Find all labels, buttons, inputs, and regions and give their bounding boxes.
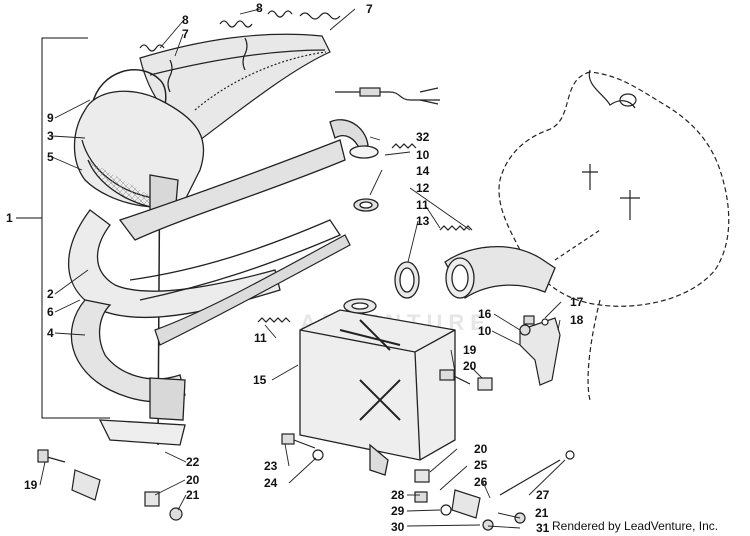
callout-24: 24	[264, 476, 278, 490]
callout-27: 27	[536, 488, 550, 502]
callout-20c: 20	[186, 473, 200, 487]
assembly-bracket	[16, 37, 110, 419]
callout-13: 13	[416, 214, 430, 228]
mount-bracket	[519, 317, 561, 386]
callout-1: 1	[6, 211, 13, 225]
callout-32: 32	[416, 130, 430, 144]
callout-12: 12	[416, 181, 430, 195]
callout-6: 6	[47, 305, 54, 319]
callout-18: 18	[570, 313, 584, 327]
outlet-pipe	[329, 119, 556, 299]
callout-19b: 19	[24, 478, 38, 492]
callout-10a: 10	[416, 148, 430, 162]
callout-19a: 19	[463, 343, 477, 357]
callout-17: 17	[570, 295, 584, 309]
expansion-chamber	[73, 90, 205, 216]
callout-4: 4	[47, 326, 54, 340]
callout-21b: 21	[535, 506, 549, 520]
callout-11b: 11	[254, 331, 267, 345]
heat-shield-strip	[154, 234, 351, 346]
callout-11a: 11	[416, 198, 429, 212]
callout-8b: 8	[256, 1, 263, 15]
callout-21a: 21	[186, 488, 200, 502]
callout-31: 31	[536, 521, 550, 535]
callout-10b: 10	[478, 324, 492, 338]
callout-30: 30	[391, 520, 405, 534]
callout-25: 25	[474, 458, 488, 472]
temp-sensor	[335, 87, 440, 105]
callout-9: 9	[47, 111, 54, 125]
callout-16: 16	[478, 307, 492, 321]
callout-23: 23	[264, 459, 278, 473]
callout-29: 29	[391, 504, 405, 518]
leader-lines	[39, 8, 566, 529]
callout-26: 26	[474, 475, 488, 489]
callout-3: 3	[47, 129, 54, 143]
callout-2: 2	[47, 287, 54, 301]
exhaust-pipe-body	[68, 139, 346, 446]
callout-14: 14	[416, 164, 430, 178]
callout-22: 22	[186, 455, 200, 469]
engine-details	[554, 69, 640, 261]
callout-7b: 7	[182, 27, 189, 41]
callout-15: 15	[253, 373, 267, 387]
callout-8a: 8	[182, 13, 189, 27]
engine-outline	[498, 71, 730, 401]
silencer	[299, 298, 456, 476]
spring-8	[139, 10, 341, 93]
callout-20b: 20	[474, 442, 488, 456]
credit-text: Rendered by LeadVenture, Inc.	[552, 519, 719, 533]
callout-28: 28	[391, 488, 405, 502]
callout-5: 5	[47, 150, 54, 164]
callout-20a: 20	[463, 359, 477, 373]
hardware-parts	[37, 315, 575, 531]
callout-7a: 7	[366, 2, 373, 16]
